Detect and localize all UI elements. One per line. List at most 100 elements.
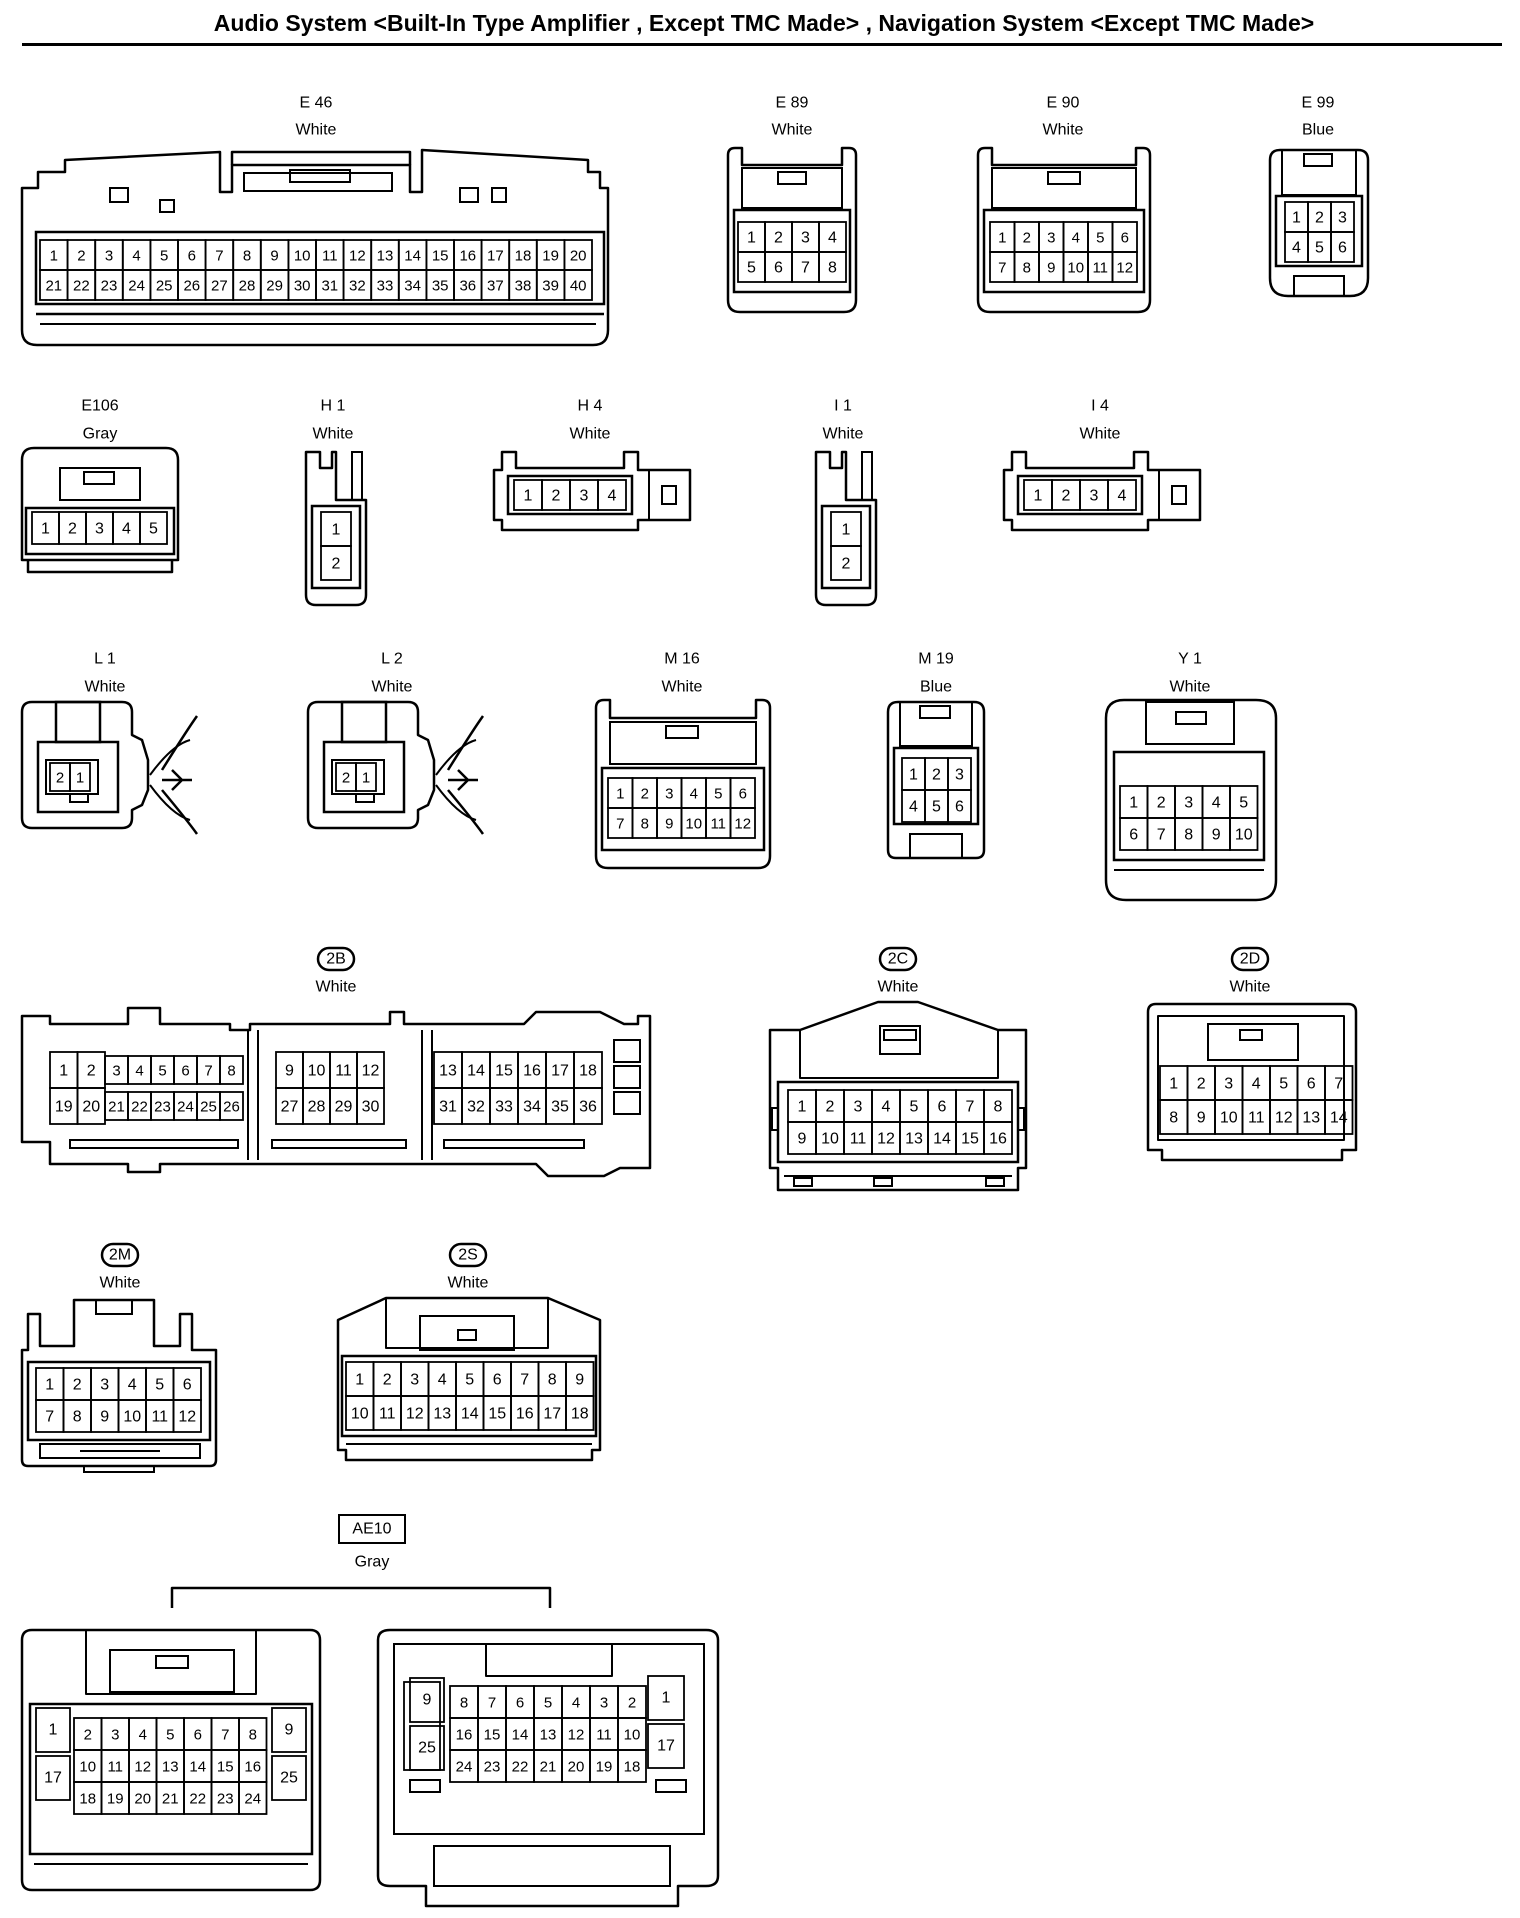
pin-number: 3 [1224, 1076, 1233, 1093]
pin-number: 11 [710, 816, 726, 833]
pin-number: 24 [177, 1099, 194, 1116]
pin-number: 11 [1248, 1110, 1265, 1127]
pin-number: 2 [383, 1372, 392, 1389]
pin-cell [219, 1055, 244, 1085]
pin-number: 33 [495, 1099, 513, 1116]
pin-number: 1 [50, 248, 58, 265]
pin-number: 1 [41, 521, 50, 538]
pin-number: 2 [1062, 488, 1071, 505]
connector-code: 2M [109, 1247, 131, 1264]
pin-cell [617, 1749, 647, 1783]
pin-cell [818, 251, 847, 283]
pin-number: 10 [1067, 260, 1084, 277]
pin-number: 3 [801, 230, 810, 247]
housing-outline [491, 187, 507, 203]
housing-outline [20, 1298, 218, 1468]
pin-number: 7 [221, 1727, 229, 1744]
pin-number: 8 [249, 1727, 257, 1744]
housing-outline [768, 1000, 1028, 1192]
housing-outline [726, 146, 858, 314]
pin-cell [271, 1707, 307, 1753]
pin-number: 10 [79, 1759, 96, 1776]
pin-number: 3 [410, 1372, 419, 1389]
pin-number: 20 [134, 1791, 151, 1808]
housing-outline [1274, 194, 1364, 268]
pin-number: 17 [487, 248, 504, 265]
pin-number: 40 [570, 278, 587, 295]
housing-outline [1104, 698, 1278, 902]
pin-number: 5 [1315, 240, 1324, 257]
pin-number: 8 [1023, 260, 1031, 277]
pin-number: 6 [188, 248, 196, 265]
pin-number: 1 [49, 1722, 58, 1739]
housing-outline [741, 167, 843, 209]
pin-number: 1 [332, 522, 341, 539]
housing-outline [393, 1643, 705, 1835]
connector-housing-h1 [304, 450, 368, 607]
connector-housing-ae10 [20, 1586, 720, 1908]
housing-outline [1002, 450, 1202, 532]
pin-number: 27 [281, 1099, 299, 1116]
pin-cell [35, 1707, 71, 1753]
connector-code: E 89 [776, 95, 809, 112]
pin-number: 4 [1118, 488, 1127, 505]
housing-outline [1207, 1023, 1299, 1061]
pin-number: 6 [938, 1099, 947, 1116]
housing-outline [355, 793, 375, 803]
pin-number: 1 [355, 1372, 364, 1389]
connector-housing-l2 [306, 700, 485, 835]
housing-outline [26, 1360, 212, 1442]
pin-number: 3 [1338, 210, 1347, 227]
pin-number: 32 [467, 1099, 485, 1116]
pin-number: 10 [821, 1131, 839, 1148]
pin-number: 2 [84, 1727, 92, 1744]
housing-outline [1281, 149, 1357, 196]
pin-number: 3 [955, 767, 964, 784]
pin-number: 8 [994, 1099, 1003, 1116]
connector-code: H 4 [578, 398, 603, 415]
pin-number: 8 [1169, 1110, 1178, 1127]
housing-outline [799, 1030, 999, 1079]
housing-outline [492, 450, 692, 532]
pin-number: 19 [55, 1099, 73, 1116]
pin-number: 37 [487, 278, 504, 295]
connector-code: M 16 [664, 651, 700, 668]
connector-code: AE10 [352, 1521, 391, 1538]
connector-color: Blue [920, 679, 952, 696]
pin-number: 3 [580, 488, 589, 505]
pin-number: 2 [1023, 230, 1031, 247]
pin-number: 8 [1184, 827, 1193, 844]
pin-number: 10 [294, 248, 311, 265]
pin-number: 29 [335, 1099, 353, 1116]
pin-number: 9 [1197, 1110, 1206, 1127]
housing-outline [459, 187, 479, 203]
pin-number: 12 [1275, 1110, 1293, 1127]
latch-clip [435, 739, 477, 776]
housing-outline [271, 1139, 407, 1149]
housing-outline [28, 1702, 314, 1856]
housing-outline [883, 1029, 917, 1041]
pin-number: 5 [160, 248, 168, 265]
pin-number: 14 [461, 1406, 479, 1423]
connector-housing-e106 [20, 446, 180, 574]
housing-outline [331, 759, 385, 795]
pin-number: 6 [739, 786, 747, 803]
pin-number: 4 [1072, 230, 1080, 247]
pin-number: 1 [616, 786, 624, 803]
pin-cell [172, 1399, 202, 1433]
pin-cell [409, 1725, 445, 1771]
housing-outline [886, 700, 986, 860]
pin-number: 36 [459, 278, 476, 295]
housing-outline [310, 504, 362, 590]
housing-outline [443, 1139, 585, 1149]
pin-number: 33 [377, 278, 394, 295]
pin-number: 2 [73, 1377, 82, 1394]
